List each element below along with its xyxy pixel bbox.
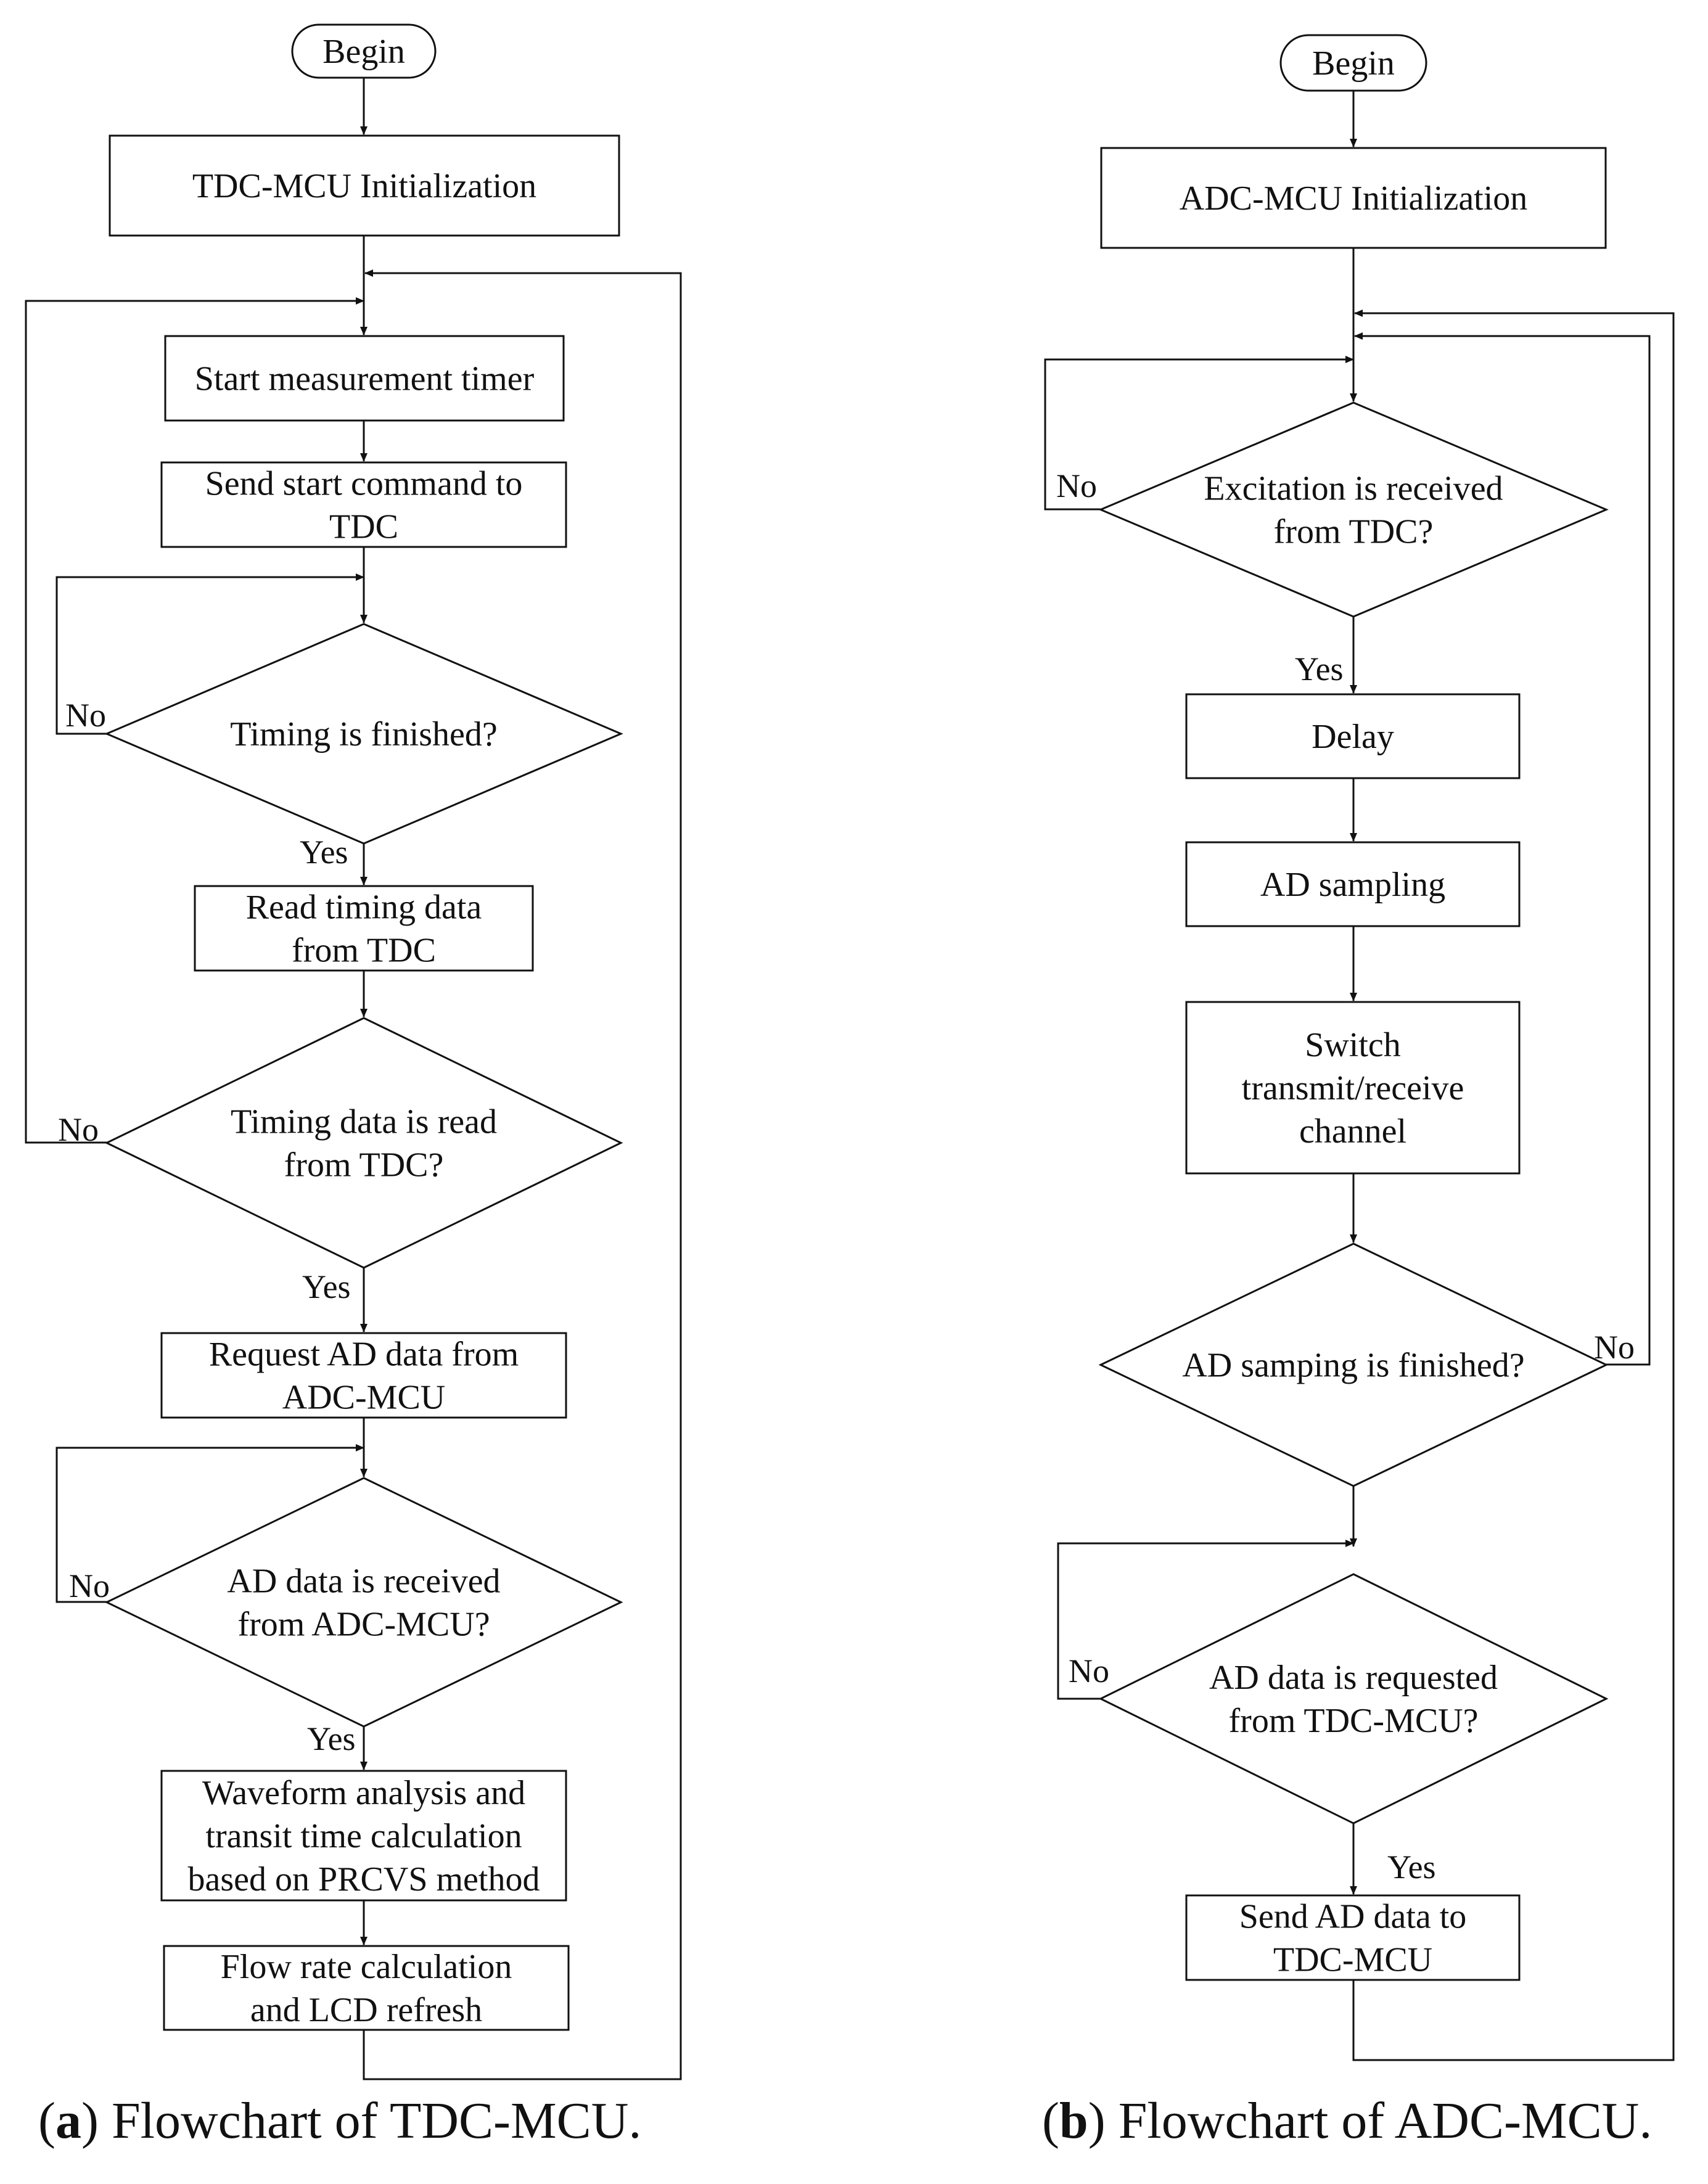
caption-b-text: Flowchart of ADC-MCU. (1118, 2092, 1653, 2149)
b-no-excitation: No (1056, 467, 1097, 504)
a-no-read: No (58, 1111, 99, 1148)
b-ad-requested-diamond (1098, 1573, 1609, 1825)
b-samping-finished-label: AD samping is finished? (1182, 1347, 1524, 1385)
b-ad-sampling-label: AD sampling (1260, 866, 1445, 904)
a-loop-main (363, 269, 682, 2080)
b-loop-requested (1057, 1540, 1354, 1700)
b-loop-excitation (1044, 356, 1354, 511)
b-yes-excitation: Yes (1295, 651, 1344, 688)
caption-a-letter: a (55, 2092, 81, 2149)
b-loop-samping (1354, 332, 1651, 1366)
a-ad-received-diamond (104, 1477, 623, 1728)
a-no-ad: No (69, 1567, 110, 1604)
a-init-label: TDC-MCU Initialization (192, 167, 536, 205)
a-start-timer-label: Start measurement timer (195, 360, 535, 398)
a-begin-label: Begin (322, 33, 405, 71)
caption-a-text: Flowchart of TDC-MCU. (111, 2092, 642, 2149)
a-loop-timing (55, 573, 364, 735)
a-loop-ad (55, 1444, 364, 1603)
caption-b: (b) Flowchart of ADC-MCU. (1042, 2092, 1653, 2149)
a-no-timing: No (65, 697, 106, 734)
a-yes-ad: Yes (307, 1720, 356, 1757)
b-init-label: ADC-MCU Initialization (1180, 179, 1528, 218)
b-excitation-diamond (1098, 401, 1609, 618)
b-begin-label: Begin (1312, 44, 1395, 83)
a-loop-read (25, 297, 364, 1144)
a-timing-finished-label: Timing is finished? (230, 715, 498, 753)
a-yes-read: Yes (302, 1268, 351, 1305)
b-no-requested: No (1069, 1652, 1109, 1689)
a-timing-read-diamond (104, 1017, 623, 1269)
b-loop-main (1352, 310, 1675, 2061)
b-yes-requested: Yes (1387, 1849, 1436, 1886)
b-delay-label: Delay (1312, 718, 1394, 756)
caption-b-letter: b (1059, 2092, 1088, 2149)
a-yes-timing: Yes (300, 834, 348, 871)
caption-a: (a) Flowchart of TDC-MCU. (38, 2092, 642, 2149)
a-flow-rate-box (163, 1945, 570, 2031)
b-no-samping: No (1594, 1329, 1635, 1366)
